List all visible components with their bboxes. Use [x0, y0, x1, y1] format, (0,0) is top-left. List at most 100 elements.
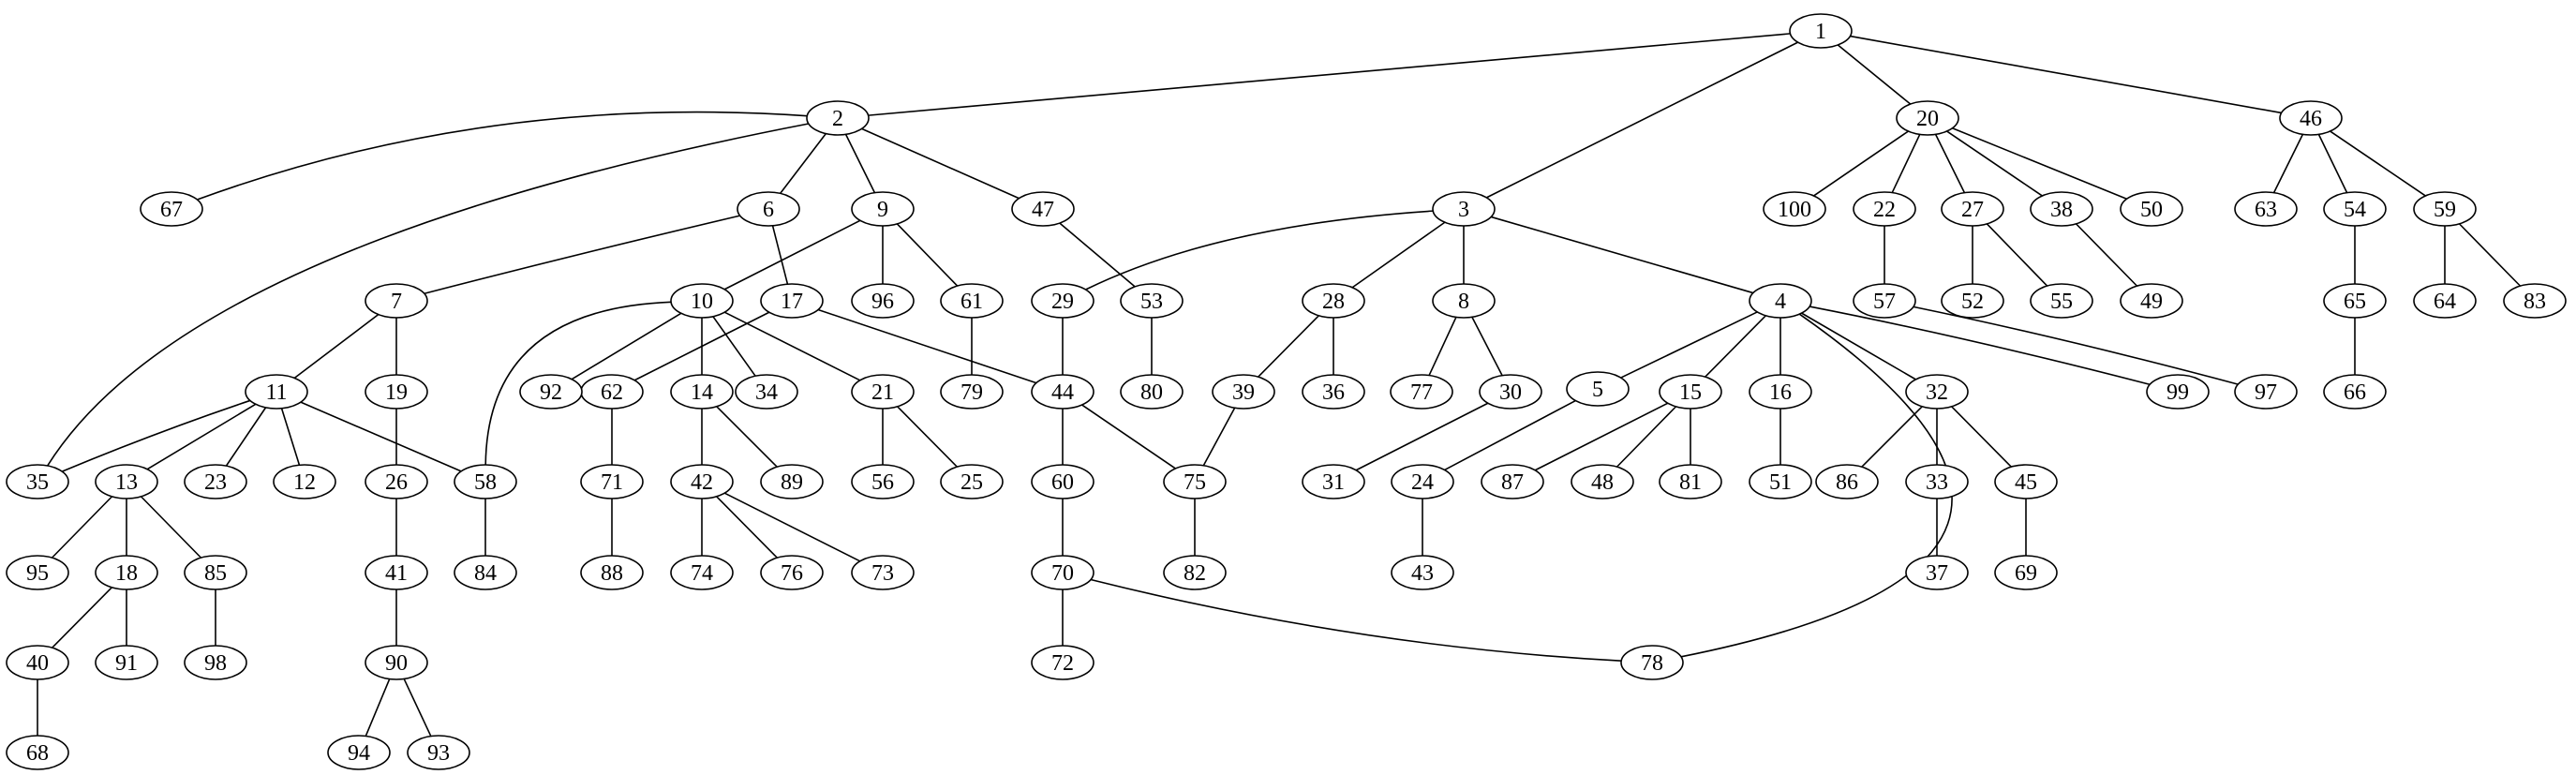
node-label: 57	[1873, 290, 1896, 314]
node-label: 56	[871, 470, 894, 495]
node-11: 11	[245, 374, 308, 410]
node-label: 91	[115, 651, 138, 676]
edge-10-58	[484, 301, 672, 466]
node-13: 13	[95, 464, 158, 499]
node-ellipse	[245, 374, 308, 410]
node-ellipse	[851, 464, 915, 499]
node-ellipse	[940, 374, 1004, 410]
edge-11-12	[280, 408, 301, 466]
edge-3-29	[1085, 210, 1434, 291]
edge-9-10	[723, 219, 861, 291]
node-ellipse	[1749, 464, 1812, 499]
node-label: 59	[2434, 198, 2456, 222]
node-ellipse	[670, 374, 734, 410]
node-ellipse	[1390, 374, 1453, 410]
node-label: 78	[1641, 651, 1663, 676]
node-ellipse	[1031, 645, 1094, 680]
node-6: 6	[737, 191, 800, 227]
node-label: 70	[1051, 561, 1074, 586]
node-label: 30	[1499, 380, 1522, 405]
node-69: 69	[1994, 555, 2058, 590]
node-label: 63	[2255, 198, 2277, 222]
node-label: 99	[2167, 380, 2189, 405]
edge-46-54	[2317, 134, 2348, 193]
node-label: 53	[1140, 290, 1163, 314]
node-21: 21	[851, 374, 915, 410]
node-ellipse	[851, 374, 915, 410]
node-85: 85	[184, 555, 247, 590]
edge-8-30	[1471, 316, 1503, 377]
node-label: 89	[781, 470, 803, 495]
node-66: 66	[2323, 374, 2387, 410]
node-ellipse	[1212, 374, 1275, 410]
node-8: 8	[1432, 283, 1496, 319]
node-ellipse	[2234, 191, 2298, 227]
node-ellipse	[95, 464, 158, 499]
node-label: 50	[2140, 198, 2163, 222]
node-ellipse	[184, 464, 247, 499]
node-ellipse	[1120, 283, 1184, 319]
node-19: 19	[365, 374, 428, 410]
node-99: 99	[2146, 374, 2210, 410]
node-5: 5	[1566, 371, 1630, 407]
node-ellipse	[2030, 191, 2093, 227]
node-67: 67	[140, 191, 203, 227]
edge-30-31	[1355, 402, 1489, 471]
node-ellipse	[2503, 283, 2567, 319]
node-label: 15	[1679, 380, 1702, 405]
edge-1-20	[1837, 44, 1912, 105]
node-ellipse	[806, 100, 870, 136]
node-ellipse	[6, 464, 69, 499]
edge-59-83	[2458, 223, 2522, 287]
node-label: 64	[2434, 290, 2456, 314]
edge-57-97	[1913, 306, 2239, 385]
node-79: 79	[940, 374, 1004, 410]
node-label: 21	[871, 380, 894, 405]
node-ellipse	[1031, 464, 1094, 499]
node-ellipse	[1749, 374, 1812, 410]
node-label: 80	[1140, 380, 1163, 405]
node-label: 65	[2344, 290, 2366, 314]
node-34: 34	[735, 374, 798, 410]
node-label: 51	[1769, 470, 1792, 495]
edge-11-35	[61, 399, 251, 472]
node-label: 8	[1458, 290, 1469, 314]
node-10: 10	[670, 283, 734, 319]
node-ellipse	[1815, 464, 1879, 499]
node-36: 36	[1302, 374, 1365, 410]
edge-20-22	[1891, 134, 1921, 193]
edge-6-17	[771, 225, 789, 285]
node-ellipse	[1571, 464, 1634, 499]
node-1: 1	[1789, 13, 1853, 49]
node-label: 79	[960, 380, 983, 405]
node-label: 75	[1184, 470, 1206, 495]
node-label: 23	[204, 470, 227, 495]
node-2: 2	[806, 100, 870, 136]
node-label: 47	[1032, 198, 1054, 222]
node-7: 7	[365, 283, 428, 319]
node-label: 88	[601, 561, 623, 586]
node-ellipse	[1120, 374, 1184, 410]
edge-1-3	[1486, 41, 1798, 199]
node-ellipse	[2146, 374, 2210, 410]
node-ellipse	[580, 464, 644, 499]
node-88: 88	[580, 555, 644, 590]
edge-46-59	[2330, 130, 2426, 197]
node-label: 41	[385, 561, 408, 586]
node-44: 44	[1031, 374, 1094, 410]
node-label: 22	[1873, 198, 1896, 222]
node-label: 94	[348, 741, 370, 766]
node-label: 14	[691, 380, 713, 405]
node-label: 37	[1926, 561, 1948, 586]
node-label: 58	[474, 470, 497, 495]
node-label: 7	[391, 290, 402, 314]
node-ellipse	[1432, 283, 1496, 319]
node-label: 76	[781, 561, 803, 586]
edge-3-4	[1490, 216, 1754, 294]
node-label: 72	[1051, 651, 1074, 676]
node-93: 93	[407, 735, 470, 770]
edge-28-39	[1258, 315, 1319, 378]
node-70: 70	[1031, 555, 1094, 590]
node-3: 3	[1432, 191, 1496, 227]
